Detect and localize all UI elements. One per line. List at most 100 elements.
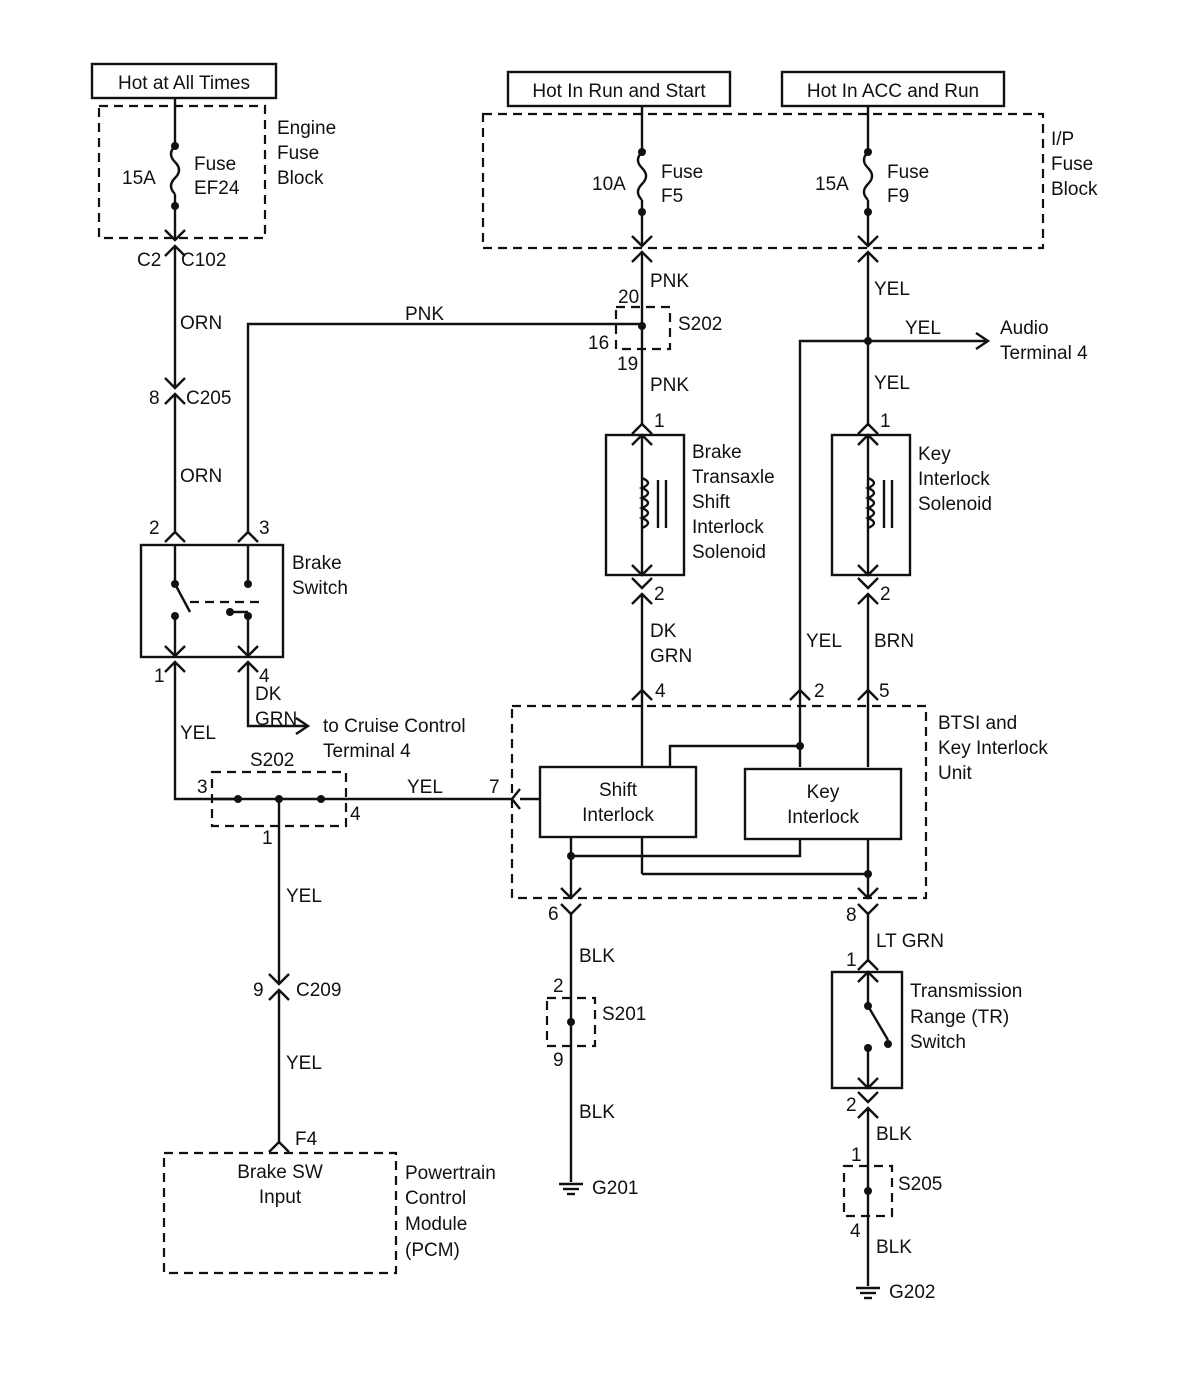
btsi-solenoid-label-2: Transaxle: [692, 467, 775, 488]
wire-pnk-label-lower: PNK: [650, 375, 689, 396]
wire-grn-label-cruise: GRN: [255, 709, 297, 730]
connector-c102: C2 C102: [137, 229, 226, 271]
pcm-module: Brake SW Input Powertrain Control Module…: [162, 1151, 496, 1275]
wire-yel-label-solenoid: YEL: [874, 373, 910, 394]
tr-switch-label-2: Range (TR): [910, 1007, 1009, 1028]
brake-switch-label-1: Brake: [292, 553, 342, 574]
connector-c102-label: C102: [181, 250, 226, 271]
btsi-solenoid-label-4: Interlock: [692, 517, 764, 538]
shift-interlock-label-2: Interlock: [582, 805, 654, 826]
splice-s205: 1 4 S205: [842, 1145, 942, 1242]
engine-fuse-block-label-3: Block: [277, 168, 324, 189]
fuse-f5-name-2: F5: [661, 186, 683, 207]
brake-switch-pin-2: 2: [149, 518, 160, 539]
pcm-f4-connector: [268, 1140, 290, 1153]
key-solenoid-label-2: Interlock: [918, 469, 990, 490]
tr-switch-pin-1: 1: [846, 950, 857, 971]
fuse-f5-rating: 10A: [592, 174, 626, 195]
connector-c205: 8 C205: [149, 377, 231, 409]
splice-s201-label: S201: [602, 1004, 646, 1025]
btsi-solenoid-label-5: Solenoid: [692, 542, 766, 563]
btsi-pin-2-connector: [789, 688, 811, 701]
wire-yel-label-pin2: YEL: [806, 631, 842, 652]
tr-switch-label-1: Transmission: [910, 981, 1022, 1002]
btsi-unit-label-3: Unit: [938, 763, 973, 784]
wire-blk-label-tr: BLK: [876, 1124, 912, 1145]
wire-yel-label-audio: YEL: [905, 318, 941, 339]
splice-s202-upper-pin-16: 16: [588, 333, 609, 354]
key-solenoid-pin-1: 1: [880, 411, 891, 432]
splice-s201-pin-2: 2: [553, 976, 564, 997]
connector-c209-label: C209: [296, 980, 341, 1001]
brake-switch-pin-4: 4: [259, 666, 270, 687]
btsi-pin-8: 8: [846, 905, 857, 926]
key-solenoid-pin-2: 2: [880, 584, 891, 605]
splice-s202-lower: S202 3 4 1: [197, 750, 361, 982]
btsi-solenoid-pin-1: 1: [654, 411, 665, 432]
ground-g201: G201: [559, 1178, 638, 1199]
wire-lt-grn-label: LT GRN: [876, 931, 944, 952]
arrow-cruise-icon: [295, 717, 311, 735]
brake-switch: 2 3 1 4 Brake Switch: [139, 518, 348, 687]
btsi-pin-8-connector: [857, 903, 879, 916]
tr-switch-pin-2: 2: [846, 1095, 857, 1116]
wire-dk-label-btsi: DK: [650, 621, 677, 642]
wire-yel-to-btsi-pin-2: [798, 339, 868, 706]
wire-blk-label-g202: BLK: [876, 1237, 912, 1258]
connector-c209: 9 C209: [253, 973, 341, 1001]
wire-pnk-label-upper: PNK: [650, 271, 689, 292]
source-hot-acc-run: Hot In ACC and Run: [780, 70, 1006, 108]
btsi-pin-7-connector: [510, 788, 521, 810]
source-hot-at-all-times-label: Hot at All Times: [118, 73, 250, 94]
pcm-input-label-1: Brake SW: [237, 1162, 323, 1183]
brake-switch-pin-1: 1: [154, 666, 165, 687]
splice-s201-pin-9: 9: [553, 1050, 564, 1071]
wire-grn-label-btsi: GRN: [650, 646, 692, 667]
btsi-unit-label-2: Key Interlock: [938, 738, 1048, 759]
arrow-audio-icon: [975, 332, 991, 350]
ip-fuse-block-label-2: Fuse: [1051, 154, 1093, 175]
splice-s205-label: S205: [898, 1174, 942, 1195]
pcm-label-4: (PCM): [405, 1240, 460, 1261]
pcm-input-label-2: Input: [259, 1187, 302, 1208]
key-solenoid-label-1: Key: [918, 444, 951, 465]
splice-s202-lower-pin-4: 4: [350, 804, 361, 825]
connector-c102-pin: C2: [137, 250, 161, 271]
engine-fuse-block-label-2: Fuse: [277, 143, 319, 164]
btsi-solenoid-label-3: Shift: [692, 492, 731, 513]
wire-dk-label-cruise: DK: [255, 684, 282, 705]
wire-yel-label-btsi: YEL: [407, 777, 443, 798]
pcm-pin-f4: F4: [295, 1129, 318, 1150]
splice-s205-pin-1: 1: [851, 1145, 862, 1166]
brake-switch-label-2: Switch: [292, 578, 348, 599]
fuse-f9-name-1: Fuse: [887, 162, 929, 183]
key-interlock-box: [743, 767, 903, 841]
source-hot-run-start-label: Hot In Run and Start: [532, 81, 706, 102]
btsi-pin-7: 7: [489, 777, 500, 798]
ip-fuse-block-label-1: I/P: [1051, 129, 1074, 150]
splice-s205-pin-4: 4: [850, 1221, 861, 1242]
btsi-pin-6: 6: [548, 904, 559, 925]
wire-yel-label-pcm: YEL: [286, 1053, 322, 1074]
fuse-f5: 10A Fuse F5: [592, 106, 703, 246]
audio-destination-2: Terminal 4: [1000, 343, 1088, 364]
ip-fuse-block-outline: [481, 112, 1045, 250]
cruise-destination-1: to Cruise Control: [323, 716, 466, 737]
wire-pnk-brake-switch: [246, 322, 642, 534]
splice-s202-upper-pin-19: 19: [617, 354, 638, 375]
splice-s202-upper-label: S202: [678, 314, 722, 335]
connector-c205-pin: 8: [149, 388, 160, 409]
f9-output-connector: [857, 235, 879, 248]
btsi-pin-4-connector: [631, 688, 653, 701]
key-interlock-label-1: Key: [807, 782, 840, 803]
source-hot-run-start: Hot In Run and Start: [506, 70, 732, 108]
splice-s202-upper: 20 16 19 S202: [588, 287, 722, 375]
wire-blk-label-upper: BLK: [579, 946, 615, 967]
btsi-pin-6-connector: [560, 903, 582, 916]
btsi-key-interlock-unit: BTSI and Key Interlock Unit Shift Interl…: [510, 704, 1048, 900]
fuse-f9-name-2: F9: [887, 186, 909, 207]
wire-yel-label-f9: YEL: [874, 279, 910, 300]
splice-s202-lower-label: S202: [250, 750, 294, 771]
wire-pnk-label-horizontal: PNK: [405, 304, 444, 325]
